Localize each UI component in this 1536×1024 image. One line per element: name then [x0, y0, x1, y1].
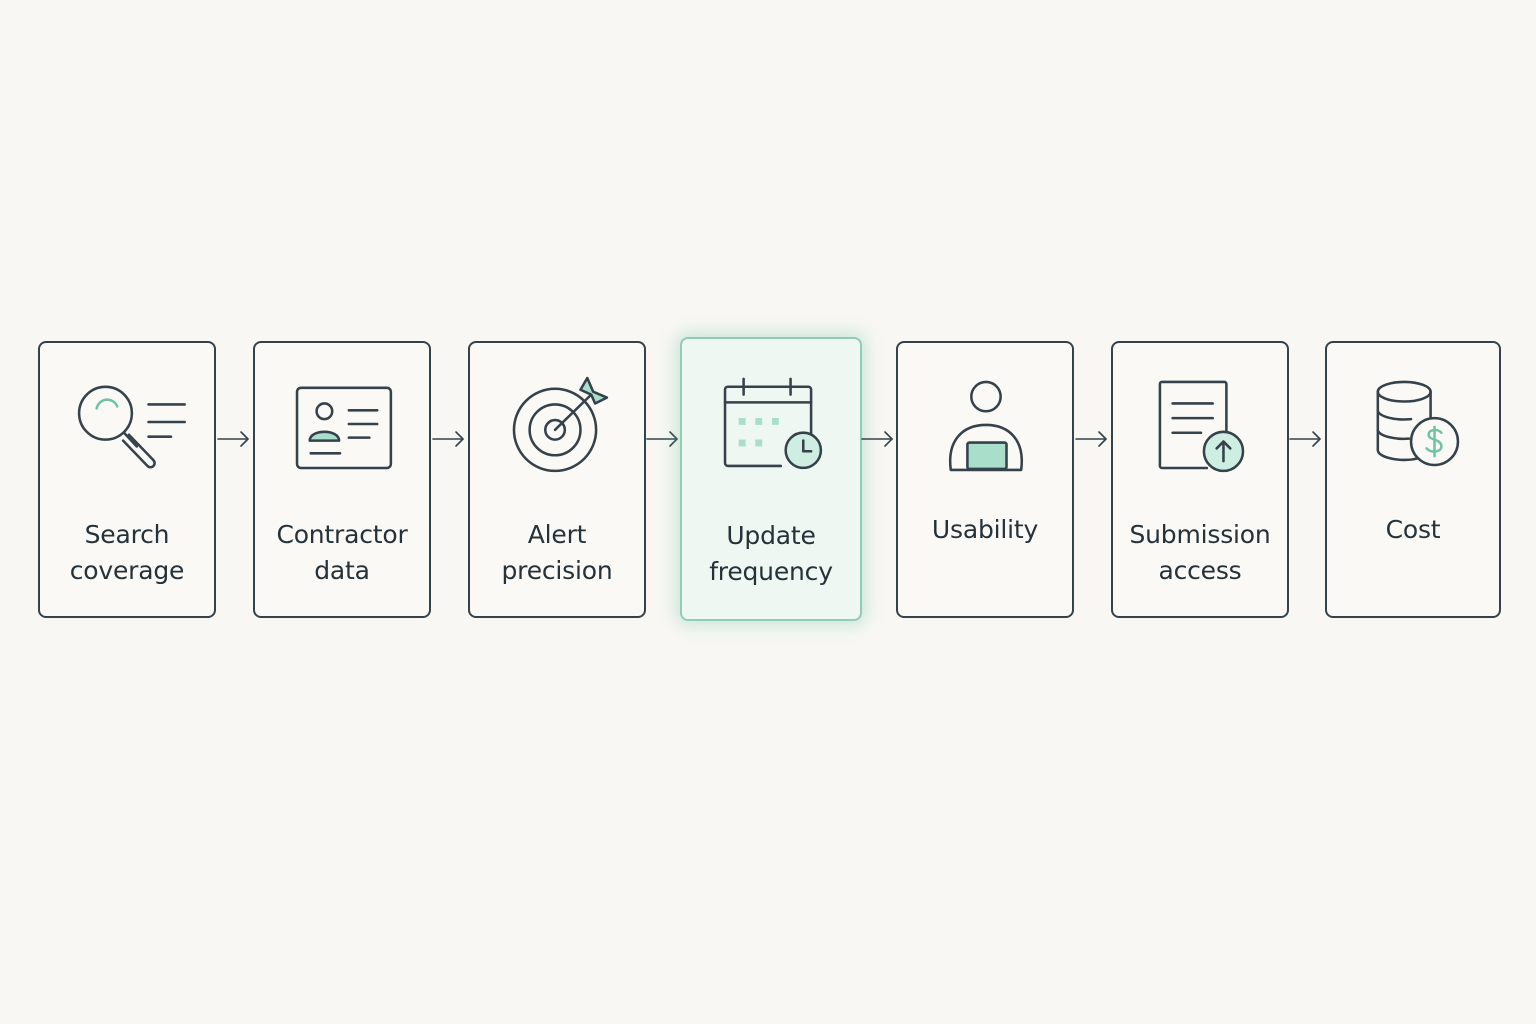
step-label: Alert precision	[501, 520, 613, 585]
step-label: Cost	[1385, 515, 1441, 544]
coins-dollar-icon	[1327, 343, 1499, 503]
arrow-right-icon	[216, 428, 252, 450]
arrow-right-icon	[1288, 428, 1324, 450]
step-card-usability: Usability	[896, 341, 1074, 618]
step-label: Update frequency	[709, 521, 833, 586]
step-card-contractor-data: Contractor data	[253, 341, 431, 618]
step-card-update-frequency: Update frequency	[680, 337, 862, 621]
step-label: Contractor data	[276, 520, 408, 585]
step-label: Submission access	[1129, 520, 1271, 585]
arrow-right-icon	[645, 428, 681, 450]
arrow-right-icon	[860, 428, 896, 450]
step-label: Search coverage	[69, 520, 185, 585]
step-card-search-coverage: Search coverage	[38, 341, 216, 618]
step-card-submission-access: Submission access	[1111, 341, 1289, 618]
arrow-right-icon	[1074, 428, 1110, 450]
calendar-clock-icon	[682, 339, 860, 499]
magnifier-with-lines-icon	[40, 343, 214, 503]
step-card-alert-precision: Alert precision	[468, 341, 646, 618]
arrow-right-icon	[431, 428, 467, 450]
target-with-arrow-icon	[470, 343, 644, 503]
step-label: Usability	[931, 515, 1039, 544]
step-card-cost: Cost	[1325, 341, 1501, 618]
id-card-icon	[255, 343, 429, 503]
user-with-laptop-icon	[898, 343, 1072, 503]
document-upload-icon	[1113, 343, 1287, 503]
